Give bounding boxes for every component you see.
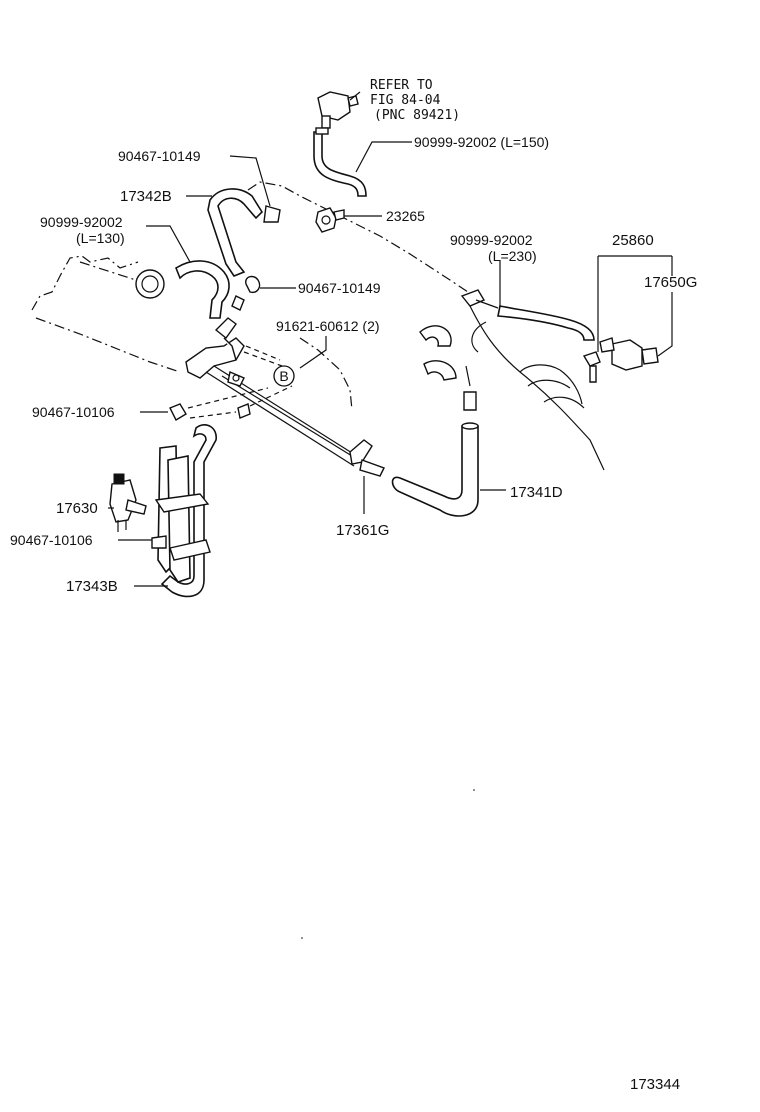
label-l230: (L=230) bbox=[488, 248, 537, 264]
valve-17630 bbox=[109, 473, 147, 532]
label-17343b: 17343B bbox=[66, 578, 118, 595]
label-90467-10106-upper: 90467-10106 bbox=[32, 404, 115, 420]
label-90467-10149-mid: 90467-10149 bbox=[298, 280, 381, 296]
label-17361g: 17361G bbox=[336, 522, 389, 539]
clamp-90467-10149-mid bbox=[231, 275, 261, 311]
ref-circle-b: B bbox=[273, 365, 295, 387]
speck bbox=[301, 937, 303, 939]
label-17342b: 17342B bbox=[120, 188, 172, 205]
label-17650g: 17650G bbox=[644, 274, 697, 291]
ref-b-text: B bbox=[279, 368, 288, 384]
label-90999-92002-l230: 90999-92002 bbox=[450, 232, 533, 248]
tube-assembly-17361g bbox=[185, 317, 385, 477]
hose-17341d bbox=[391, 325, 479, 517]
label-l130: (L=130) bbox=[76, 230, 125, 246]
figure-number: 173344 bbox=[630, 1076, 680, 1093]
label-25860: 25860 bbox=[612, 232, 654, 249]
label-91621-60612: 91621-60612 (2) bbox=[276, 318, 380, 334]
hose-17343b bbox=[151, 424, 217, 598]
label-90999-92002-l130: 90999-92002 bbox=[40, 214, 123, 230]
refer-label-line2: FIG 84-04 bbox=[370, 93, 441, 108]
clamp-90467-10106-upper bbox=[169, 387, 269, 421]
vsv-17650g bbox=[582, 337, 659, 383]
label-23265: 23265 bbox=[386, 208, 425, 224]
label-17341d: 17341D bbox=[510, 484, 563, 501]
refer-label-line3: (PNC 89421) bbox=[374, 108, 460, 123]
hose-l130 bbox=[135, 260, 230, 319]
valve-23265 bbox=[315, 207, 345, 233]
leader-lines bbox=[108, 91, 673, 587]
hose-l230 bbox=[460, 289, 595, 341]
label-17630: 17630 bbox=[56, 500, 98, 517]
screw-91621 bbox=[189, 385, 293, 419]
label-90467-10149-top: 90467-10149 bbox=[118, 148, 201, 164]
refer-label-line1: REFER TO bbox=[370, 78, 433, 93]
engine-outline bbox=[31, 181, 605, 471]
vacuum-sensor bbox=[317, 91, 359, 129]
speck bbox=[473, 789, 475, 791]
label-90999-92002-l150: 90999-92002 (L=150) bbox=[414, 134, 549, 150]
hose-17342b bbox=[207, 188, 281, 277]
label-90467-10106-lower: 90467-10106 bbox=[10, 532, 93, 548]
hose-l150 bbox=[313, 127, 367, 197]
